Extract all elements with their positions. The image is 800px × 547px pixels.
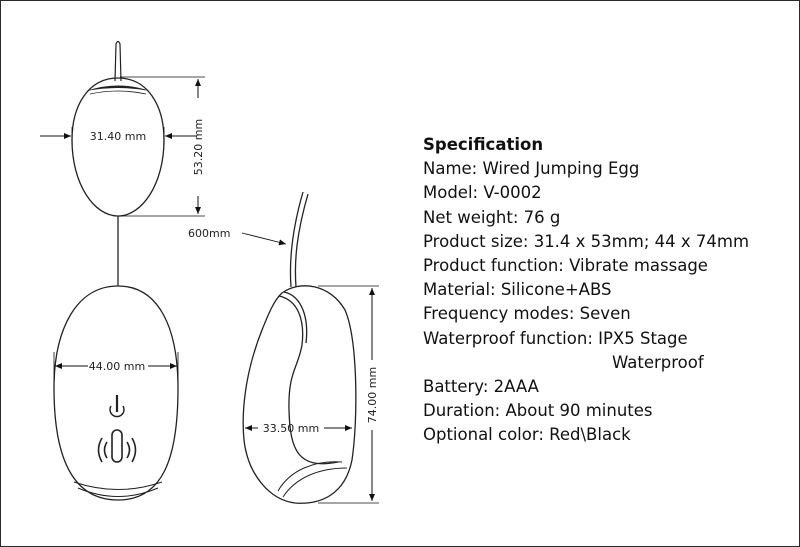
small-height-label: 53.20 mm	[192, 119, 205, 175]
spec-waterproof-continued: Waterproof	[612, 352, 704, 372]
large-height-dimension: 74.00 mm	[318, 285, 379, 504]
spec-title: Specification	[423, 135, 544, 154]
side-view-egg	[242, 191, 357, 504]
spec-net-weight: Net weight: 76 g	[423, 207, 561, 227]
cord-length-label: 600mm	[188, 227, 230, 240]
spec-color: Optional color: Red\Black	[423, 425, 631, 445]
spec-model: Model: V-0002	[423, 183, 542, 203]
spec-function: Product function: Vibrate massage	[423, 256, 708, 276]
small-width-dimension: 31.40 mm	[40, 127, 196, 145]
large-width-dimension: 44.00 mm	[53, 352, 179, 382]
power-icon	[109, 395, 125, 418]
spec-duration: Duration: About 90 minutes	[423, 401, 653, 421]
large-width-label: 44.00 mm	[89, 360, 145, 373]
spec-name: Name: Wired Jumping Egg	[423, 159, 640, 179]
cord-length-callout: 600mm	[188, 227, 287, 246]
small-height-dimension: 53.20 mm	[120, 76, 205, 217]
vibration-icon	[97, 429, 137, 463]
small-egg	[71, 40, 165, 286]
side-thickness-label: 33.50 mm	[263, 422, 319, 435]
large-height-label: 74.00 mm	[366, 367, 379, 423]
large-egg	[53, 285, 179, 501]
spec-battery: Battery: 2AAA	[423, 377, 539, 397]
specification-panel: Specification Name: Wired Jumping Egg Mo…	[423, 133, 793, 448]
small-width-label: 31.40 mm	[90, 130, 146, 143]
spec-waterproof: Waterproof function: IPX5 Stage	[423, 328, 688, 348]
spec-frequency: Frequency modes: Seven	[423, 304, 631, 324]
spec-size: Product size: 31.4 x 53mm; 44 x 74mm	[423, 231, 750, 251]
spec-material: Material: Silicone+ABS	[423, 280, 612, 300]
side-thickness-dimension: 33.50 mm	[245, 422, 352, 435]
